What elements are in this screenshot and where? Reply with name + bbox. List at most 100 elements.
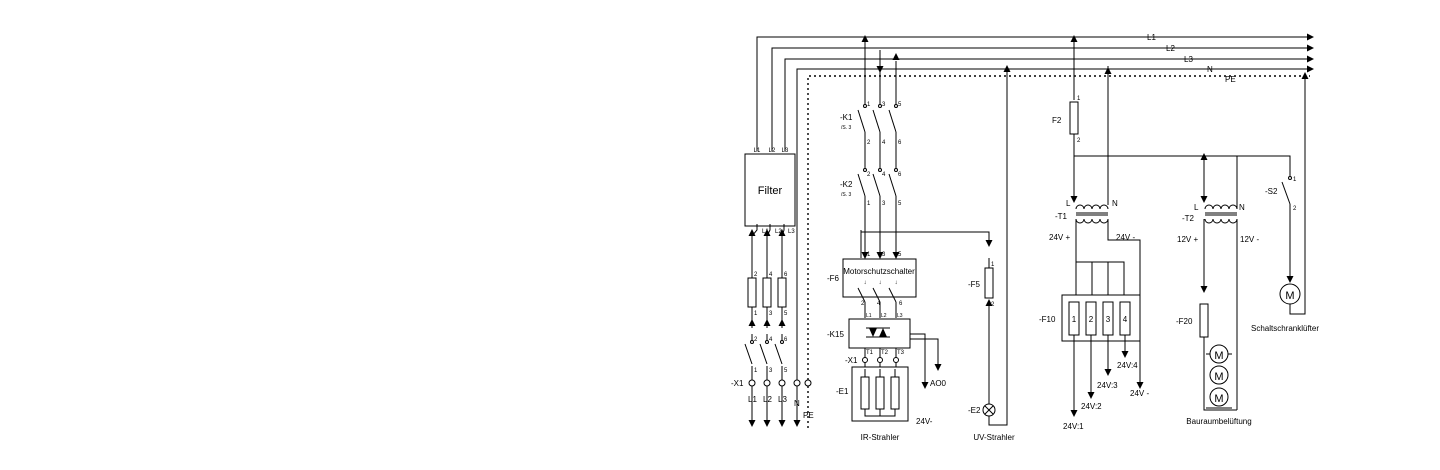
t1-label: -T1 — [1055, 212, 1068, 221]
feed-switch: 2 4 6 1 3 5 — [744, 337, 788, 374]
feed-phase-l3: L3 — [778, 395, 787, 404]
uv-section: 1 2 -F5 -E2 UV-Strahler — [968, 65, 1015, 442]
overload-mark: ↓ — [895, 280, 898, 286]
bus-l1 — [756, 33, 1314, 151]
s2-pin: 1 — [1293, 177, 1297, 183]
thyristor-icon — [879, 328, 887, 337]
f10-cell: 3 — [1106, 315, 1111, 324]
switch-pin: 2 — [754, 337, 758, 343]
f2-pin: 2 — [1077, 138, 1081, 144]
f6-pin: 6 — [899, 301, 903, 307]
coil-icon — [1075, 204, 1109, 210]
k1-pin: 5 — [898, 102, 902, 108]
f10-out-1: 24V:1 — [1063, 422, 1084, 431]
fan-motor-symbol: M — [1214, 393, 1223, 405]
k2-pin: 3 — [882, 201, 886, 207]
feed-phase-l2: L2 — [763, 395, 772, 404]
filter-pin-top-1: L1 — [754, 148, 761, 154]
contactor-k1: -K1 /S. 3 1 3 5 2 4 6 — [840, 102, 902, 146]
k2-pin: 4 — [882, 172, 886, 178]
bus-pe-label: PE — [1225, 75, 1236, 84]
bus-l2 — [771, 44, 1314, 151]
fuse-f2 — [1069, 101, 1079, 135]
k2-ref: /S. 3 — [841, 192, 852, 198]
fans-caption: Bauraumbelüftung — [1186, 417, 1251, 426]
f10-out-minus: 24V - — [1130, 389, 1149, 398]
contactor-k2: -K2 /S. 3 2 4 6 1 3 5 — [840, 168, 902, 207]
f2-pin: 1 — [1077, 96, 1081, 102]
fuse-f20 — [1199, 303, 1209, 338]
fan-motor-icon — [1209, 387, 1229, 407]
feed-fuse-3 — [777, 277, 787, 308]
motor-protection-f6: Motorschutzschalter -F6 ↓ ↓ ↓ 2 4 6 L1 L… — [827, 258, 917, 319]
bus-n — [796, 65, 1314, 380]
k1-k2-wires — [860, 35, 993, 259]
k2-pin: 5 — [898, 201, 902, 207]
ssr-terminal-label: -X1 — [845, 356, 858, 365]
ir-heater-e1: -E1 IR-Strahler — [836, 366, 909, 442]
bus-lines: L1 L2 L3 N PE — [756, 33, 1314, 380]
overload-mark: ↓ — [879, 280, 882, 286]
f10-cell: 1 — [1072, 315, 1077, 324]
uv-fuse-pin: 2 — [991, 302, 995, 308]
feed-fuses: 2 4 6 1 3 5 — [747, 272, 788, 317]
t1-plus: 24V + — [1049, 233, 1070, 242]
f10-label: -F10 — [1039, 315, 1056, 324]
f6-pin: 2 — [861, 301, 865, 307]
thyristor-icon — [869, 328, 877, 337]
bus-n-label: N — [1207, 65, 1213, 74]
k2-pin: 6 — [898, 172, 902, 178]
fuse-block-f10: 1 2 3 4 -F10 — [1039, 294, 1141, 342]
ssr-pin: T2 — [881, 350, 889, 356]
k2-pin: 1 — [867, 201, 871, 207]
feed-fuse-2 — [762, 277, 772, 308]
k1-pin: 4 — [882, 140, 886, 146]
fan-motor-symbol: M — [1214, 350, 1223, 362]
uv-lamp-label: -E2 — [968, 406, 981, 415]
power-supply-12v: L N -T2 12V + 12V - -F20 M M M Bauraumbe… — [1176, 156, 1259, 426]
filter-title: Filter — [758, 185, 783, 197]
transformer-t1: L N -T1 24V + 24V - — [1049, 199, 1135, 242]
t2-l: L — [1194, 203, 1199, 212]
t1-minus: 24V - — [1116, 233, 1135, 242]
feed-wires — [748, 224, 809, 430]
junction-pin: 1 — [867, 252, 871, 258]
bus-l3 — [784, 55, 1314, 151]
uv-fuse-f5 — [984, 267, 994, 299]
ssr-ao: AO0 — [930, 379, 947, 388]
ir-section: -K1 /S. 3 1 3 5 2 4 6 -K2 /S. 3 2 4 6 1 … — [827, 35, 1015, 442]
ssr-box — [848, 318, 911, 349]
fuse-pin: 5 — [784, 311, 788, 317]
fuse-f2-label: F2 — [1052, 116, 1062, 125]
transformer-t2: L N -T2 12V + 12V - — [1177, 203, 1259, 244]
switch-pin: 3 — [769, 368, 773, 374]
filter-pin-top-2: L2 — [769, 148, 776, 154]
filter-pin-top-3: L3 — [782, 148, 789, 154]
fuse-f20-label: -F20 — [1176, 317, 1193, 326]
t2-n: N — [1239, 203, 1245, 212]
ssr-minus: 24V- — [916, 417, 933, 426]
t1-n: N — [1112, 199, 1118, 208]
fuse-pin: 4 — [769, 272, 773, 278]
fan-motor-icon — [1209, 344, 1229, 364]
ir-heater-label: -E1 — [836, 387, 849, 396]
fuse-pin: 3 — [769, 311, 773, 317]
motor-protection-box — [842, 258, 917, 298]
cabinet-fan-motor-symbol: M — [1285, 290, 1294, 302]
feed-n: N — [794, 399, 800, 408]
f10-out-2: 24V:2 — [1081, 402, 1102, 411]
fan-motor-icon — [1209, 365, 1229, 385]
feed-section: Filter L1 L2 L3 L1 L2 L3 — [731, 148, 814, 430]
k2-label: -K2 — [840, 180, 853, 189]
k1-label: -K1 — [840, 113, 853, 122]
coil-icon — [1204, 204, 1238, 210]
ssr-label: -K15 — [827, 330, 844, 339]
bus-l1-label: L1 — [1147, 33, 1156, 42]
cabinet-fan-caption: Schaltschranklüfter — [1251, 324, 1319, 333]
ir-heater-caption: IR-Strahler — [861, 433, 900, 442]
motor-protection-label: -F6 — [827, 274, 840, 283]
s2-label: -S2 — [1265, 187, 1278, 196]
k1-ref: /S. 3 — [841, 125, 852, 131]
f10-cell: 4 — [1123, 315, 1128, 324]
